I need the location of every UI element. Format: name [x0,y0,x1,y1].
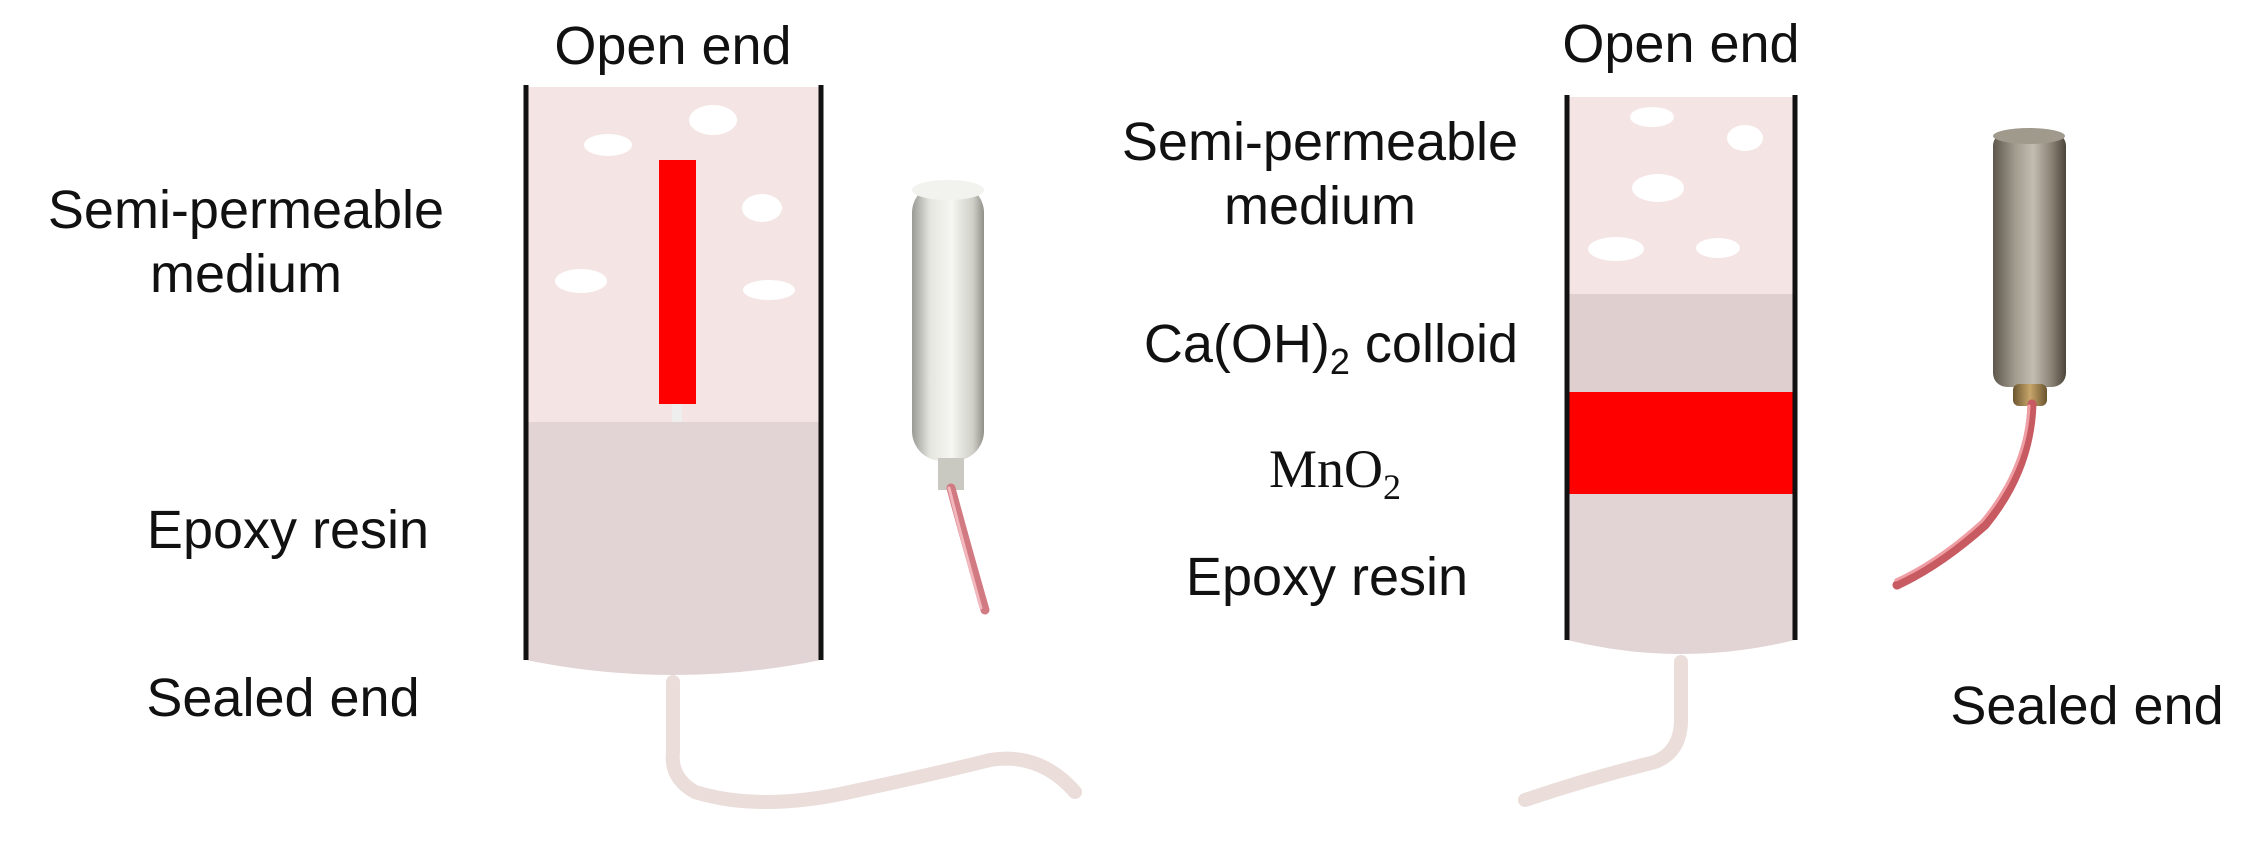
left-cable [665,675,1082,809]
left-electrode-schematic [523,85,1082,809]
colloid-word: colloid [1350,314,1518,374]
right-colloid-region [1567,294,1795,392]
right-oxide-label: MnO2 [1269,439,1401,507]
right-open-end-label: Open end [1562,14,1799,74]
right-photo-neck [2013,384,2047,406]
left-sensing-strip [659,160,696,404]
right-sealed-end-label: Sealed end [1950,676,2223,736]
pore [689,105,737,135]
right-mno2-region [1567,392,1795,494]
pore [742,194,782,222]
right-resin-label: Epoxy resin [1186,547,1468,607]
pore [1630,107,1674,127]
left-photo-cylinder [912,183,984,461]
pore [1588,237,1644,261]
right-medium-label-line1: Semi-permeable [1122,112,1518,172]
right-photo-wire [1892,399,2037,590]
right-pores [1588,107,1763,261]
pore [1696,238,1740,258]
right-electrode-schematic [1518,95,1798,807]
pore [1727,125,1763,151]
right-medium-region [1567,97,1795,294]
right-photo-cylinder [1993,132,2066,387]
left-sealed-end-label: Sealed end [146,668,419,728]
colloid-subscript: 2 [1330,341,1350,382]
right-electrode-photo [1892,128,2066,590]
pore [1632,174,1684,202]
oxide-formula: MnO [1269,439,1383,499]
left-epoxy-region [526,422,821,675]
left-photo-wire [946,483,990,615]
oxide-subscript: 2 [1383,467,1401,507]
pore [743,280,795,300]
left-electrode-photo [912,180,990,615]
left-photo-wire-highlight [947,486,983,610]
pore [555,269,607,293]
left-resin-label: Epoxy resin [147,500,429,560]
right-colloid-label: Ca(OH)2 colloid [1144,314,1518,382]
left-open-end-label: Open end [554,16,791,76]
left-strip-wire [672,404,682,422]
left-photo-cap [912,180,984,200]
colloid-formula: Ca(OH) [1144,314,1330,374]
left-medium-label-line2: medium [150,244,342,304]
right-epoxy-region [1567,494,1795,654]
right-medium-label-line2: medium [1224,176,1416,236]
left-medium-label-line1: Semi-permeable [48,180,444,240]
left-pores [555,105,795,300]
pore [584,134,632,156]
right-photo-cap [1993,128,2065,144]
right-cable [1518,655,1688,807]
right-photo-wire-highlight [1894,404,2031,582]
